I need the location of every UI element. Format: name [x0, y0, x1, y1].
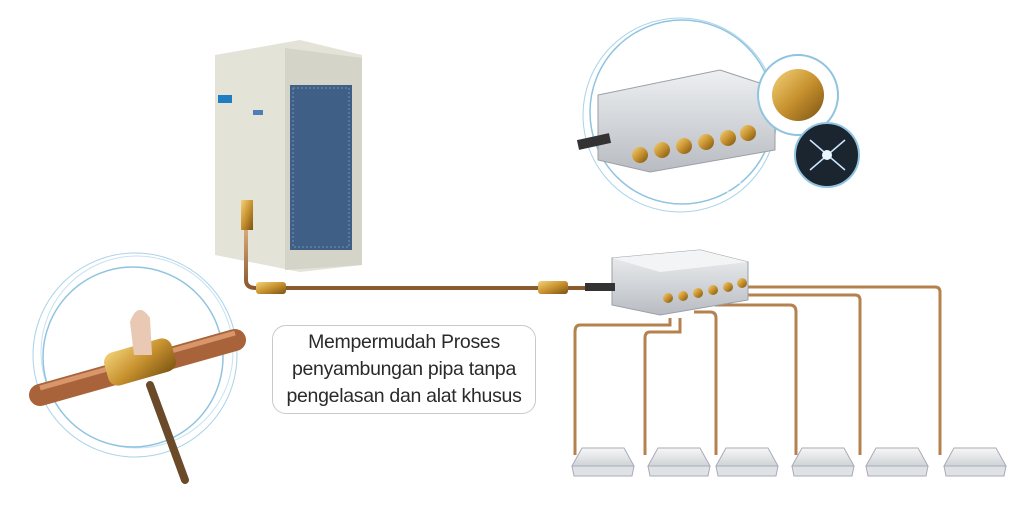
indoor-cassette-unit [715, 447, 779, 477]
branch-selector-box [585, 249, 749, 316]
indoor-cassette-unit [791, 447, 855, 477]
branch-pipes [573, 285, 942, 455]
caption-box: Mempermudah Proses penyambungan pipa tan… [272, 325, 536, 414]
branch-box-detail-circle [576, 17, 860, 213]
indoor-cassette-unit [865, 447, 929, 477]
brand-logo [218, 95, 232, 103]
refrigerant-pipe-main [244, 230, 600, 290]
caption-line: Mempermudah Proses [308, 331, 500, 353]
indoor-cassette-unit [943, 447, 1007, 477]
outdoor-unit [215, 40, 362, 272]
indoor-cassette-unit [571, 447, 635, 477]
pipe-coupler [538, 281, 568, 294]
pipe-coupler [256, 282, 286, 294]
caption-line: penyambungan pipa tanpa [291, 358, 517, 380]
indoor-cassette-unit [647, 447, 711, 477]
indoor-cassette-units [571, 447, 1007, 477]
valve-detail-circle [29, 252, 246, 484]
caption-line: pengelasan dan alat khusus [286, 385, 522, 407]
